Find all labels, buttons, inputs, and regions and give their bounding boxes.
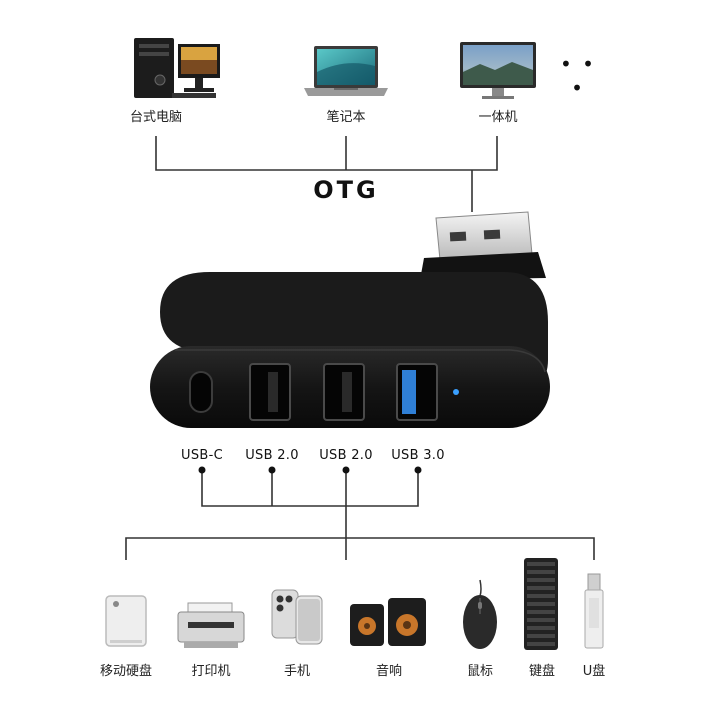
speakers-icon: [350, 598, 426, 646]
bottom-device-label-keyboard: 键盘: [528, 664, 555, 679]
bottom-connector-lines: [125, 470, 595, 560]
phone-icon: [271, 589, 323, 645]
all-in-one-pc-icon: [460, 42, 536, 99]
bottom-device-label-usb-drive: U盘: [582, 664, 606, 679]
more-devices-ellipsis: • • •: [560, 52, 596, 100]
usb-3-port: [396, 363, 438, 421]
port-label-usb-2-2: USB 2.0: [319, 448, 373, 463]
junction-dots: [198, 466, 422, 474]
top-device-label-all-in-one: 一体机: [478, 110, 518, 125]
usb-c-port: [189, 371, 213, 413]
usb-2-port-1: [249, 363, 291, 421]
external-hdd-icon: [105, 595, 147, 647]
top-device-label-desktop: 台式电脑: [129, 110, 182, 125]
port-label-usb-3: USB 3.0: [391, 448, 445, 463]
bottom-device-label-printer: 打印机: [191, 664, 231, 679]
top-device-label-laptop: 笔记本: [326, 110, 366, 125]
desktop-computer-icon: [134, 38, 220, 98]
printer-icon: [177, 602, 245, 648]
mouse-icon: [463, 579, 497, 649]
usb-a-plug: [420, 211, 546, 280]
status-led: [453, 389, 459, 395]
keyboard-icon: [524, 558, 558, 650]
usb-flash-drive-icon: [584, 573, 604, 649]
usb-2-port-2: [323, 363, 365, 421]
top-connector-lines: [155, 136, 498, 212]
bottom-device-label-mouse: 鼠标: [466, 664, 493, 679]
laptop-icon: [304, 46, 388, 96]
bottom-device-label-speakers: 音响: [375, 664, 402, 679]
bottom-device-label-phone: 手机: [283, 664, 310, 679]
bottom-device-label-hdd: 移动硬盘: [99, 664, 152, 679]
port-label-usb-c: USB-C: [181, 448, 223, 463]
port-label-usb-2-1: USB 2.0: [245, 448, 299, 463]
otg-label: OTG: [313, 176, 379, 204]
